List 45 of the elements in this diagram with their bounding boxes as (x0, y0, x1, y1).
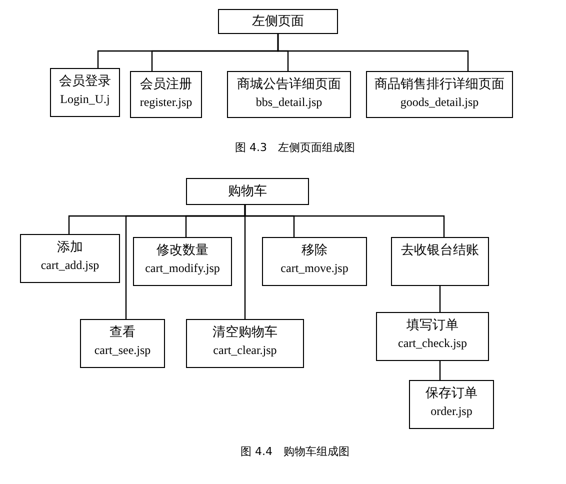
page-box (133, 237, 232, 286)
page-box (262, 237, 367, 286)
page-title: 左侧页面 (252, 12, 304, 30)
file-name: register.jsp (140, 94, 192, 110)
page-box (366, 71, 513, 118)
page-box (227, 71, 351, 118)
figure-caption: 图 4.3 左侧页面组成图 (235, 140, 355, 155)
page-title: 商品销售排行详细页面 (374, 76, 504, 94)
page-title: 去收银台结账 (401, 242, 479, 260)
page-box (80, 319, 165, 368)
connector-line (439, 361, 441, 380)
file-name: order.jsp (430, 403, 472, 419)
page-title: 保存订单 (426, 385, 478, 403)
page-box (409, 380, 494, 429)
file-name: cart_add.jsp (40, 257, 100, 273)
connector-line (244, 205, 445, 237)
page-box (186, 319, 304, 368)
page-box (186, 178, 309, 205)
page-title: 购物车 (228, 182, 267, 200)
page-box (20, 234, 120, 283)
file-name: cart_check.jsp (398, 335, 467, 351)
file-name: cart_clear.jsp (213, 342, 277, 358)
connector-line (277, 34, 469, 71)
page-title: 移除 (302, 242, 328, 260)
file-name: cart_modify.jsp (145, 260, 220, 276)
page-box (376, 312, 489, 361)
file-name: cart_move.jsp (280, 260, 348, 276)
page-title: 清空购物车 (212, 324, 278, 342)
page-box (391, 237, 489, 286)
page-title: 填写订单 (406, 317, 458, 335)
page-box (50, 68, 120, 117)
file-name: goods_detail.jsp (400, 94, 479, 110)
page-title: 会员登录 (59, 73, 111, 91)
page-title: 添加 (57, 239, 83, 257)
page-title: 商城公告详细页面 (237, 76, 341, 94)
page-title: 修改数量 (156, 242, 208, 260)
file-name: Login_U.j (60, 91, 110, 107)
connector-line (439, 286, 441, 312)
file-name: cart_see.jsp (94, 342, 151, 358)
page-box (130, 71, 202, 118)
page-box (218, 9, 338, 34)
file-name: bbs_detail.jsp (256, 94, 322, 110)
page-title: 会员注册 (140, 76, 192, 94)
figure-caption: 图 4.4 购物车组成图 (240, 444, 350, 459)
page-title: 查看 (110, 324, 136, 342)
